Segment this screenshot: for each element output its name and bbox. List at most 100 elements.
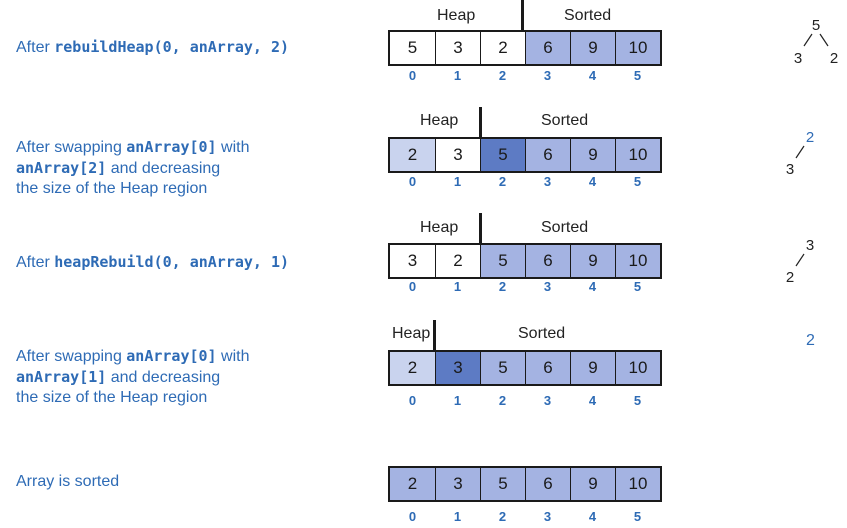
tree-node: 5 bbox=[812, 17, 820, 34]
array-cell: 5 bbox=[390, 32, 435, 64]
array-index: 2 bbox=[498, 174, 507, 189]
step3-sorted-label: Sorted bbox=[541, 219, 589, 236]
array-cell: 10 bbox=[615, 245, 660, 277]
step4-indices: 0 1 2 3 4 5 bbox=[390, 393, 660, 408]
step3-heap-sorted-divider bbox=[479, 213, 482, 243]
array-index: 2 bbox=[498, 509, 507, 524]
array-cell: 10 bbox=[615, 468, 660, 500]
array-index: 3 bbox=[543, 509, 552, 524]
array-cell: 2 bbox=[480, 32, 525, 64]
step4-sorted-label: Sorted bbox=[518, 325, 566, 342]
step3-desc-code: heapRebuild(0, anArray, 1) bbox=[54, 253, 290, 271]
array-index: 5 bbox=[633, 68, 642, 83]
step2-desc-code2: anArray[2] bbox=[16, 159, 107, 177]
array-cell: 2 bbox=[390, 352, 435, 384]
tree-node: 3 bbox=[794, 50, 802, 67]
array-cell: 3 bbox=[390, 245, 435, 277]
array-index: 0 bbox=[408, 509, 417, 524]
step2-indices: 0 1 2 3 4 5 bbox=[390, 174, 660, 189]
array-index: 0 bbox=[408, 174, 417, 189]
array-index: 4 bbox=[588, 279, 597, 294]
array-cell: 5 bbox=[480, 245, 525, 277]
array-cell: 9 bbox=[570, 468, 615, 500]
step3-heap-tree: 3 2 bbox=[786, 237, 814, 286]
array-cell: 3 bbox=[435, 139, 480, 171]
step3-heap-label: Heap bbox=[420, 219, 459, 236]
tree-node: 2 bbox=[806, 129, 814, 146]
step2-desc-code1: anArray[0] bbox=[126, 138, 217, 156]
step1-heap-sorted-divider bbox=[521, 0, 524, 30]
array-index: 4 bbox=[588, 509, 597, 524]
array-index: 0 bbox=[408, 393, 417, 408]
array-index: 5 bbox=[633, 393, 642, 408]
step4-desc-code1: anArray[0] bbox=[126, 347, 217, 365]
step1-desc-prefix: After bbox=[16, 39, 55, 56]
array-index: 0 bbox=[408, 68, 417, 83]
tree-node: 3 bbox=[786, 161, 794, 178]
step4-array: 2 3 5 6 9 10 bbox=[388, 350, 662, 386]
array-cell: 9 bbox=[570, 245, 615, 277]
tree-node: 3 bbox=[806, 237, 814, 254]
array-cell: 9 bbox=[570, 32, 615, 64]
array-index: 3 bbox=[543, 393, 552, 408]
step3-array: 3 2 5 6 9 10 bbox=[388, 243, 662, 279]
step5-description: Array is sorted bbox=[16, 473, 120, 490]
array-cell: 10 bbox=[615, 32, 660, 64]
array-cell: 10 bbox=[615, 139, 660, 171]
step5-indices: 0 1 2 3 4 5 bbox=[390, 509, 660, 524]
array-cell: 5 bbox=[480, 352, 525, 384]
array-index: 2 bbox=[498, 393, 507, 408]
array-index: 0 bbox=[408, 279, 417, 294]
step5-array: 2 3 5 6 9 10 bbox=[388, 466, 662, 502]
array-cell: 5 bbox=[480, 468, 525, 500]
array-cell: 9 bbox=[570, 139, 615, 171]
step2-heap-sorted-divider bbox=[479, 107, 482, 137]
tree-node: 2 bbox=[786, 269, 794, 286]
array-cell: 2 bbox=[435, 245, 480, 277]
step2-description: After swapping anArray[0] with anArray[2… bbox=[16, 138, 250, 197]
array-index: 3 bbox=[543, 68, 552, 83]
array-cell: 6 bbox=[525, 32, 570, 64]
array-index: 5 bbox=[633, 279, 642, 294]
array-cell: 3 bbox=[435, 468, 480, 500]
step1-desc-code: rebuildHeap(0, anArray, 2) bbox=[54, 38, 290, 56]
step4-heap-sorted-divider bbox=[433, 320, 436, 350]
step4-heap-tree-node: 2 bbox=[806, 332, 815, 349]
step4-description: After swapping anArray[0] with anArray[1… bbox=[16, 347, 250, 406]
step1-heap-label: Heap bbox=[437, 7, 476, 24]
array-cell: 6 bbox=[525, 352, 570, 384]
array-cell: 6 bbox=[525, 245, 570, 277]
array-index: 2 bbox=[498, 279, 507, 294]
step2-array: 2 3 5 6 9 10 bbox=[388, 137, 662, 173]
step3-indices: 0 1 2 3 4 5 bbox=[390, 279, 660, 294]
step1-description: After rebuildHeap(0, anArray, 2) bbox=[16, 37, 289, 58]
array-cell: 2 bbox=[390, 468, 435, 500]
step1-heap-tree: 5 3 2 bbox=[794, 17, 838, 67]
step3-description: After heapRebuild(0, anArray, 1) bbox=[16, 253, 290, 271]
array-cell: 3 bbox=[435, 352, 480, 384]
array-cell: 6 bbox=[525, 139, 570, 171]
step1-indices: 0 1 2 3 4 5 bbox=[390, 68, 660, 83]
step1-array: 5 3 2 6 9 10 bbox=[388, 30, 662, 66]
array-index: 3 bbox=[543, 174, 552, 189]
tree-node: 2 bbox=[830, 50, 838, 67]
array-index: 4 bbox=[588, 68, 597, 83]
array-index: 1 bbox=[453, 174, 462, 189]
array-index: 4 bbox=[588, 393, 597, 408]
array-cell: 5 bbox=[480, 139, 525, 171]
step4-desc-code2: anArray[1] bbox=[16, 368, 107, 386]
array-index: 1 bbox=[453, 393, 462, 408]
array-index: 1 bbox=[453, 68, 462, 83]
step2-sorted-label: Sorted bbox=[541, 112, 589, 129]
array-index: 5 bbox=[633, 509, 642, 524]
step1-sorted-label: Sorted bbox=[564, 7, 612, 24]
array-index: 3 bbox=[543, 279, 552, 294]
array-index: 1 bbox=[453, 279, 462, 294]
array-index: 5 bbox=[633, 174, 642, 189]
array-cell: 3 bbox=[435, 32, 480, 64]
array-index: 4 bbox=[588, 174, 597, 189]
step2-heap-tree: 2 3 bbox=[786, 129, 814, 178]
array-cell: 9 bbox=[570, 352, 615, 384]
array-index: 2 bbox=[498, 68, 507, 83]
step4-heap-label: Heap bbox=[392, 325, 431, 342]
